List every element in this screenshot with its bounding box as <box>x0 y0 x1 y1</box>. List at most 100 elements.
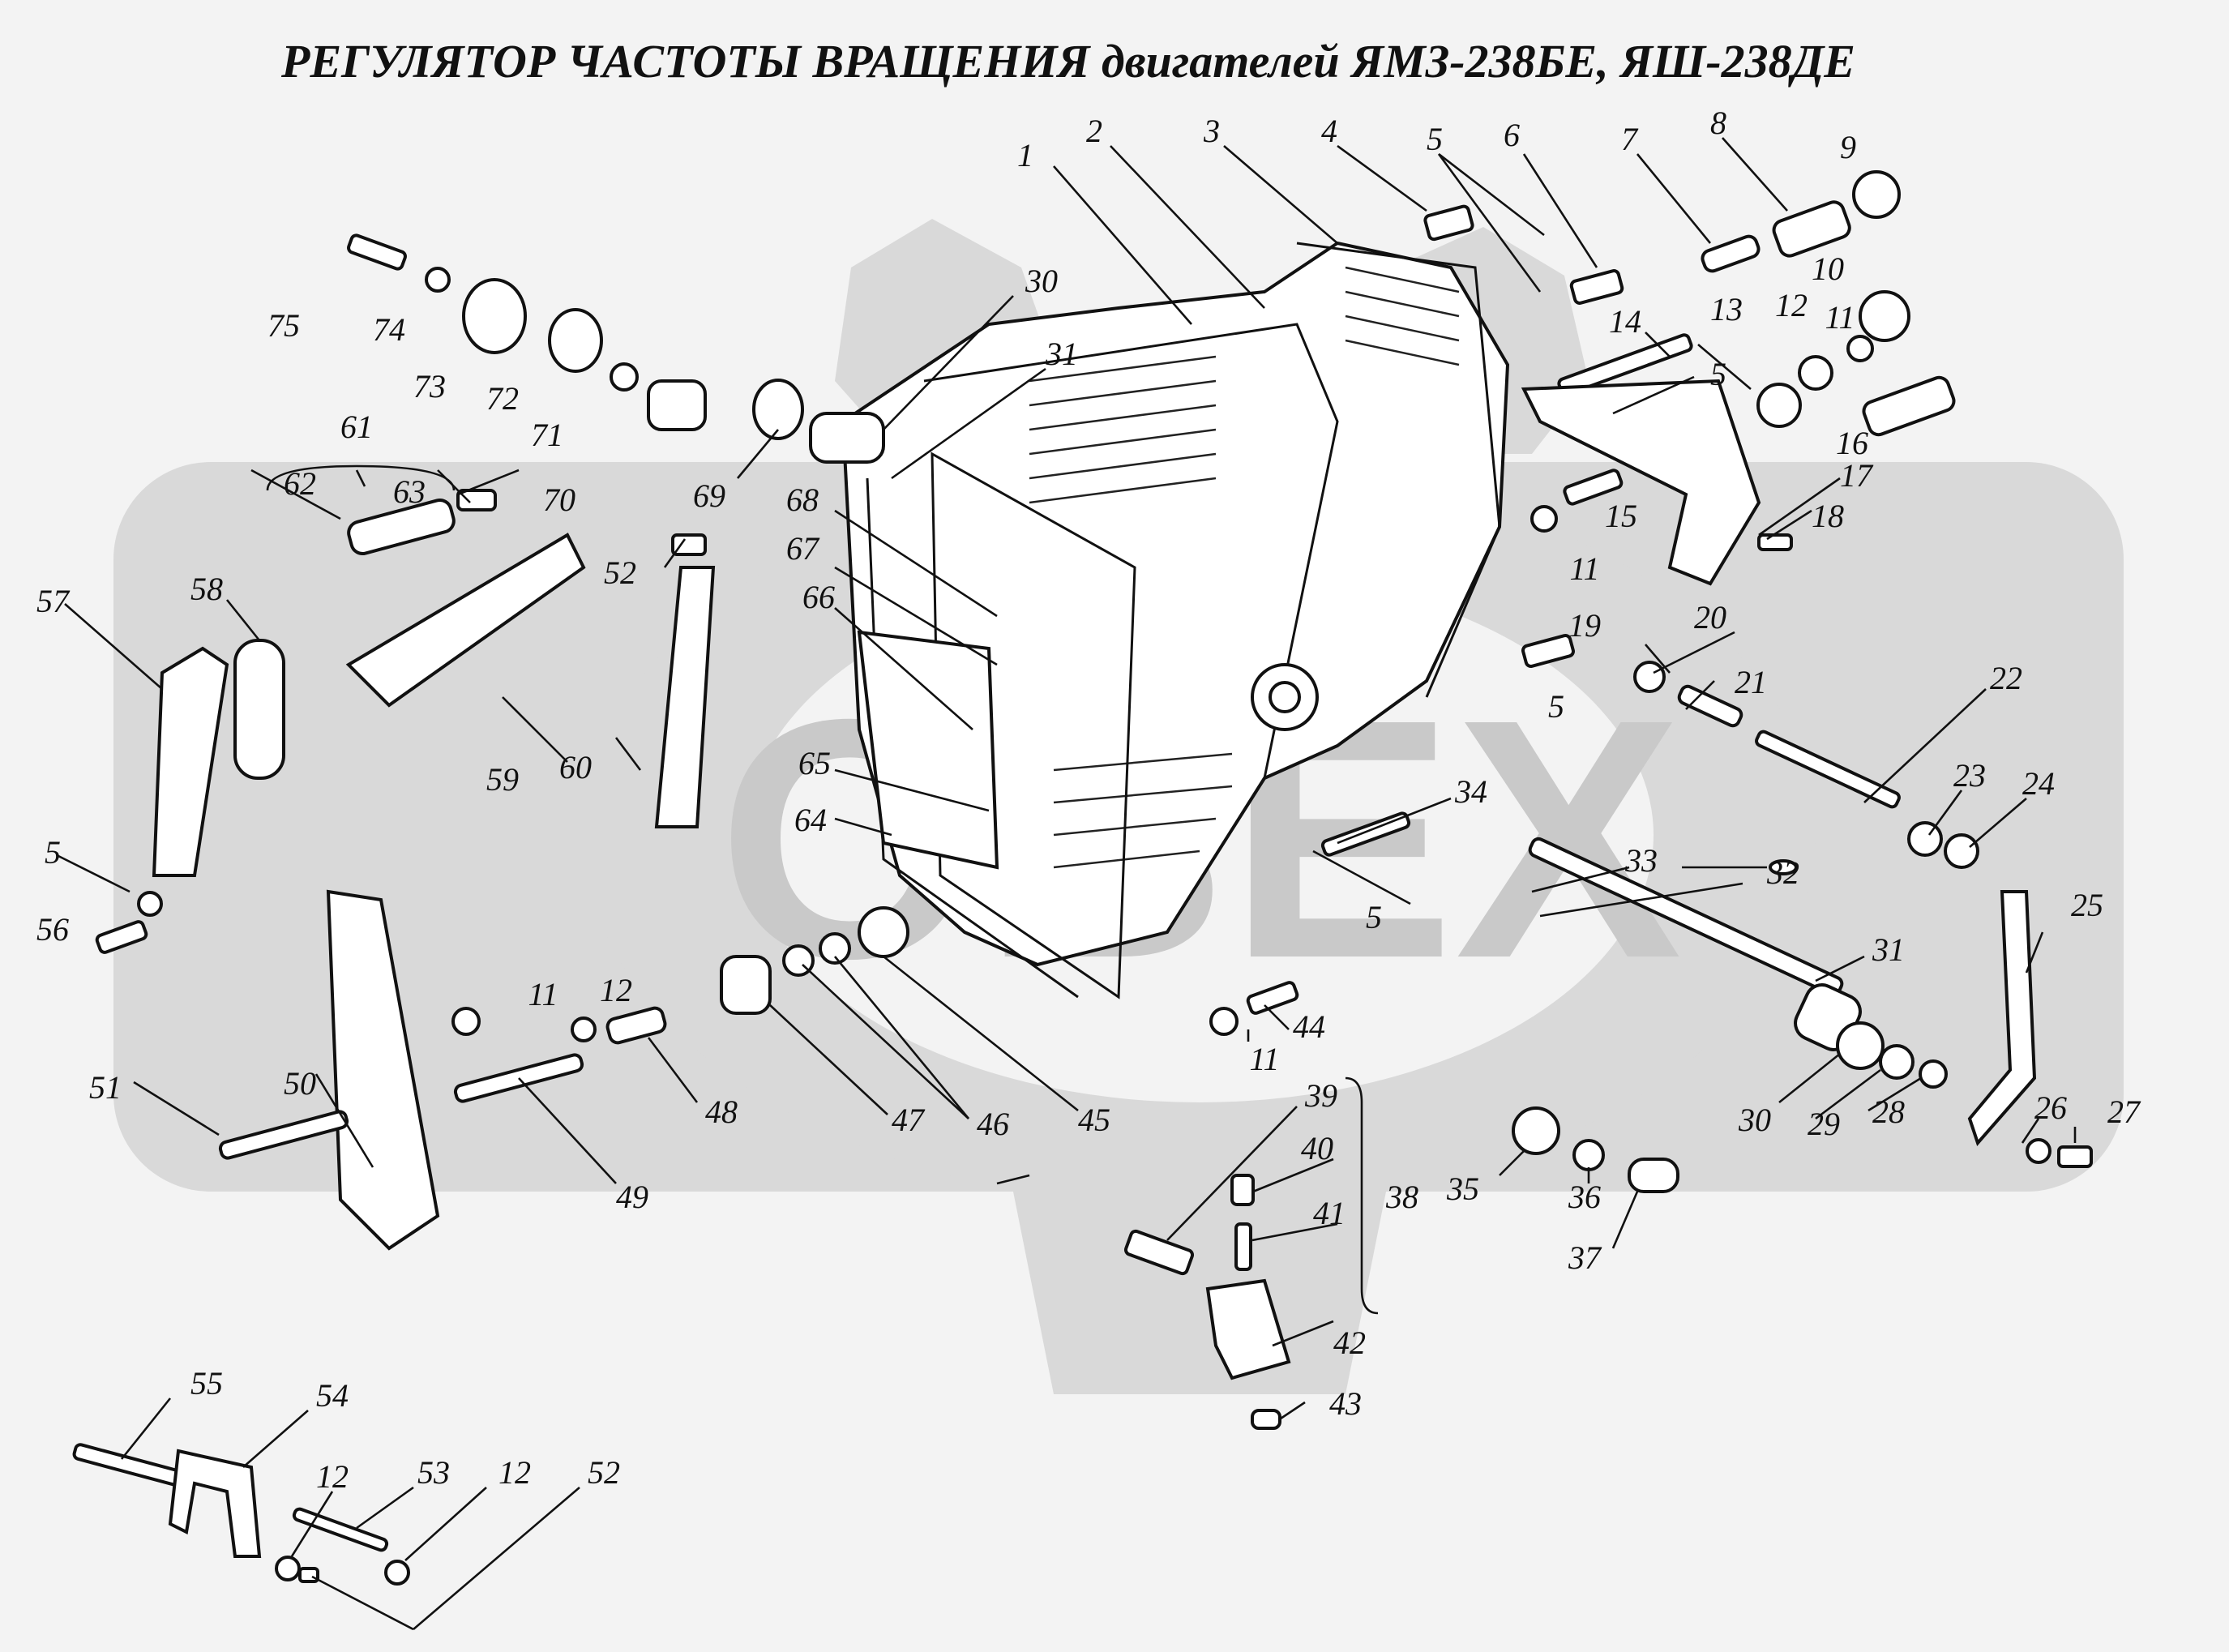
callout-5e: 5 <box>45 834 61 871</box>
part-53-pin <box>292 1507 389 1552</box>
callout-41: 41 <box>1313 1195 1346 1231</box>
part-27-screw <box>2057 1145 2093 1168</box>
callout-21: 21 <box>1735 664 1767 700</box>
callout-66: 66 <box>802 579 835 615</box>
callout-73: 73 <box>413 368 446 404</box>
callout-52: 52 <box>604 554 636 591</box>
housing-ribs <box>1029 266 1460 869</box>
callout-12c: 12 <box>316 1458 349 1495</box>
part-40-plunger <box>1230 1174 1255 1206</box>
callout-52b: 52 <box>588 1454 620 1491</box>
part-44-bolt <box>1246 981 1299 1015</box>
cover-64 <box>857 630 999 870</box>
callout-5d: 5 <box>1366 899 1382 935</box>
callout-11c: 11 <box>528 976 558 1012</box>
part-62-spring <box>347 499 456 555</box>
part-12-washer <box>1798 355 1833 391</box>
callout-1: 1 <box>1017 137 1033 173</box>
callout-5b: 5 <box>1710 356 1726 392</box>
part-6-bolt <box>1569 269 1624 305</box>
part-30-cup <box>1836 1021 1885 1070</box>
callout-8: 8 <box>1710 105 1726 141</box>
callout-61: 61 <box>340 409 373 445</box>
part-15-bolt <box>1563 469 1624 506</box>
callout-39: 39 <box>1304 1077 1337 1114</box>
part-68-spring <box>809 412 885 464</box>
callout-51: 51 <box>89 1069 122 1106</box>
bottom-center-parts <box>1123 1106 1679 1430</box>
callout-labels: 1 2 3 4 5 6 7 8 9 10 11 12 13 14 5 15 16… <box>36 105 2141 1495</box>
callout-2: 2 <box>1086 113 1102 149</box>
callout-59: 59 <box>486 761 519 798</box>
callout-9: 9 <box>1840 129 1856 165</box>
part-28-washer <box>1919 1059 1948 1089</box>
callout-32: 32 <box>1766 854 1799 891</box>
callout-42: 42 <box>1333 1325 1366 1361</box>
part-52-pin-b <box>298 1567 319 1583</box>
part-23-washer <box>1907 821 1943 857</box>
gasket-top <box>1296 242 1501 698</box>
callout-47: 47 <box>892 1102 926 1138</box>
callout-63: 63 <box>393 473 426 510</box>
callout-56: 56 <box>36 911 69 948</box>
callout-11d: 11 <box>1249 1041 1279 1077</box>
callout-5: 5 <box>1427 121 1443 157</box>
part-12-washer-f <box>384 1560 410 1586</box>
bottom-left-parts <box>72 1443 410 1586</box>
callout-71: 71 <box>531 417 563 453</box>
callout-33: 33 <box>1624 842 1658 879</box>
part-11-nut <box>1846 335 1874 362</box>
callout-30b: 30 <box>1738 1102 1771 1138</box>
part-22-shaft <box>1755 730 1901 809</box>
part-36-washer <box>1572 1139 1605 1171</box>
part-43-cap <box>1251 1409 1281 1430</box>
callout-31: 31 <box>1045 336 1078 372</box>
part-56-screw <box>95 920 148 954</box>
part-11-nut-b <box>1530 505 1558 533</box>
callout-45: 45 <box>1078 1102 1110 1138</box>
part-60-lever <box>654 566 716 828</box>
callout-40: 40 <box>1301 1130 1333 1166</box>
part-48-spring <box>605 1006 667 1045</box>
part-5-washer-left <box>137 891 163 917</box>
part-16-spring <box>1862 375 1956 437</box>
callout-57: 57 <box>36 583 71 619</box>
watermark-gear-bottom <box>1013 1192 1386 1394</box>
part-21-spring <box>1677 684 1743 728</box>
callout-28: 28 <box>1872 1093 1905 1130</box>
callout-12b: 12 <box>600 972 632 1008</box>
callout-43: 43 <box>1329 1385 1362 1422</box>
part-26-washer <box>2026 1138 2051 1164</box>
callout-49: 49 <box>616 1179 648 1215</box>
part-18-screw <box>1757 533 1793 551</box>
callout-68: 68 <box>786 481 819 518</box>
part-10-nut <box>1859 290 1910 342</box>
callout-44: 44 <box>1293 1008 1325 1045</box>
gasket-side <box>866 477 1079 999</box>
callout-25: 25 <box>2071 887 2103 923</box>
part-39-pin <box>1123 1229 1195 1276</box>
part-58-spring <box>233 639 285 780</box>
callout-60: 60 <box>559 749 592 785</box>
callout-3: 3 <box>1203 113 1220 149</box>
callout-13: 13 <box>1710 291 1743 327</box>
left-parts <box>95 233 909 1251</box>
callout-37: 37 <box>1568 1239 1602 1276</box>
part-13-ring <box>1756 383 1802 428</box>
diagram-title: РЕГУЛЯТОР ЧАСТОТЫ ВРАЩЕНИЯ двигателей ЯМ… <box>280 35 1855 88</box>
regulator-housing <box>841 241 1510 999</box>
part-24-nut <box>1944 833 1979 869</box>
callout-31b: 31 <box>1872 931 1905 968</box>
right-parts <box>1209 634 2093 1168</box>
callout-15: 15 <box>1605 498 1637 534</box>
part-37-cap <box>1628 1158 1679 1193</box>
callout-12: 12 <box>1775 287 1808 323</box>
part-17-bracket <box>1521 379 1761 586</box>
part-7-spring <box>1701 234 1761 273</box>
callout-70: 70 <box>543 481 575 518</box>
part-63-pin <box>456 489 497 511</box>
part-41-spring <box>1234 1222 1252 1271</box>
callout-22: 22 <box>1990 660 2022 696</box>
